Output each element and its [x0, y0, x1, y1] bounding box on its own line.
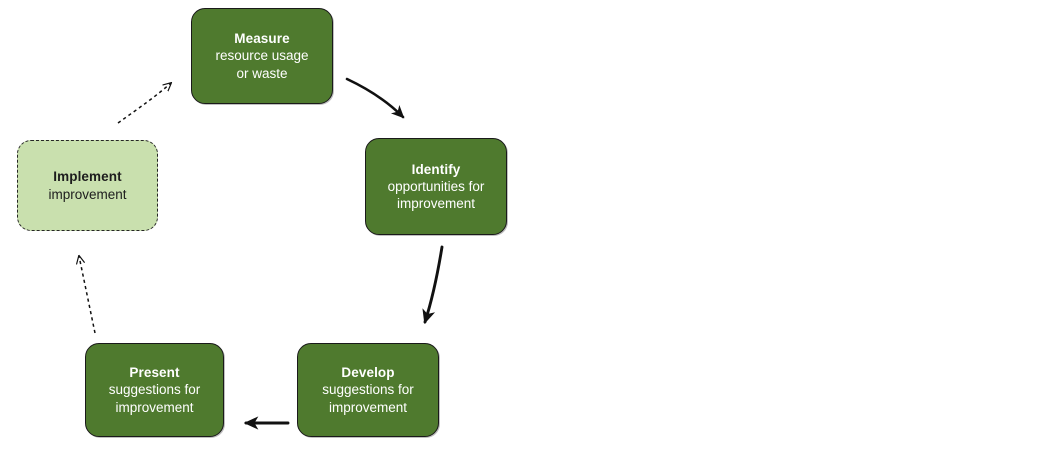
node-develop-line-2: improvement [328, 399, 408, 415]
node-identify-line-2: improvement [396, 196, 476, 212]
connector-implement-to-measure [117, 83, 171, 124]
node-measure-line-1: resource usage [215, 48, 309, 64]
node-implement[interactable]: Implement improvement [17, 140, 158, 231]
node-present-title: Present [129, 365, 180, 381]
node-present-line-2: improvement [115, 399, 194, 415]
node-identify-line-1: opportunities for [387, 178, 485, 194]
node-present[interactable]: Present suggestions for improvement [85, 343, 224, 437]
node-measure[interactable]: Measure resource usage or waste [191, 8, 333, 104]
connector-present-to-implement [79, 256, 96, 334]
node-implement-title: Implement [53, 169, 122, 185]
node-identify-title: Identify [411, 161, 461, 177]
node-develop-line-1: suggestions for [322, 382, 414, 398]
node-measure-line-2: or waste [236, 65, 288, 81]
node-implement-line-1: improvement [48, 186, 127, 202]
node-identify[interactable]: Identify opportunities for improvement [365, 138, 507, 235]
node-develop[interactable]: Develop suggestions for improvement [297, 343, 439, 437]
node-present-line-1: suggestions for [108, 382, 201, 398]
connector-identify-to-develop [422, 245, 444, 325]
node-measure-title: Measure [234, 31, 290, 47]
connector-measure-to-identify [345, 77, 405, 119]
node-develop-title: Develop [341, 365, 395, 381]
